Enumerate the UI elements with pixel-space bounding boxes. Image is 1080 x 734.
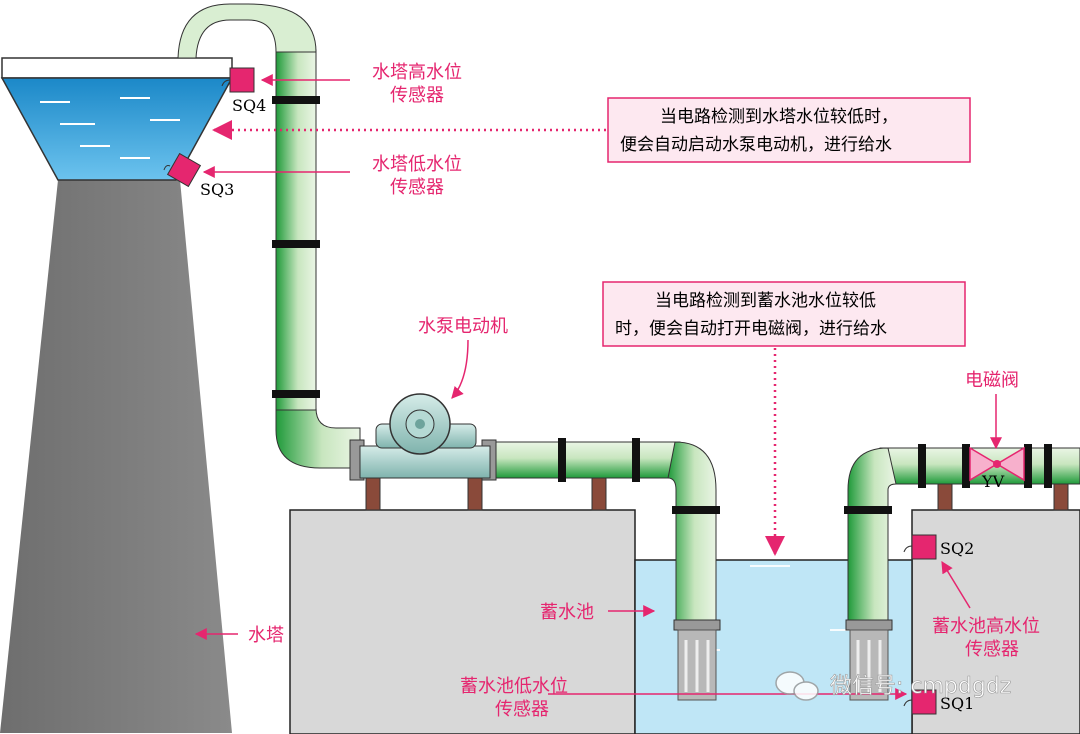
pool-note-box <box>602 281 966 347</box>
label-water-tower: 水塔 <box>248 625 284 646</box>
sensor-sq4 <box>221 67 255 93</box>
label-solenoid-valve: 电磁阀 <box>965 370 1019 391</box>
label-pool-high-sensor-line1: 蓄水池高水位 <box>932 616 1040 637</box>
pool-note-line2: 时，便会自动打开电磁阀，进行给水 <box>615 319 887 339</box>
label-pump-motor: 水泵电动机 <box>418 316 508 337</box>
label-pool-high-sensor-line2: 传感器 <box>965 639 1019 660</box>
label-sq4: SQ4 <box>232 96 266 115</box>
pump-motor <box>349 393 497 481</box>
inlet-strainer <box>845 619 893 701</box>
outlet-pipe-clamps <box>558 438 720 514</box>
label-sq3: SQ3 <box>200 180 234 199</box>
sensor-sq3 <box>163 152 202 188</box>
label-tower-low-sensor-line1: 水塔低水位 <box>372 154 462 175</box>
label-tower-high-sensor-line1: 水塔高水位 <box>372 62 462 83</box>
solenoid-valve <box>962 444 1032 488</box>
label-pool-low-sensor-line2: 传感器 <box>495 699 549 720</box>
tower-tank-rim <box>1 57 233 79</box>
outlet-strainer <box>673 619 721 701</box>
wechat-icon <box>775 671 819 701</box>
riser-pipe-clamps <box>272 96 320 398</box>
tower-tank-water <box>0 77 234 181</box>
sensor-sq1 <box>903 689 937 715</box>
water-tower-column <box>0 180 232 733</box>
pool-note-line1: 当电路检测到蓄水池水位较低 <box>655 291 876 311</box>
label-tower-low-sensor-line2: 传感器 <box>390 177 444 198</box>
label-tower-high-sensor-line2: 传感器 <box>390 85 444 106</box>
watermark-text: 微信号: cmpdgdz <box>830 674 1011 699</box>
sensor-sq2 <box>903 534 937 560</box>
tower-water-ripples <box>40 97 180 159</box>
label-reservoir: 蓄水池 <box>540 602 594 623</box>
label-valve-code: YV <box>981 472 1005 491</box>
right-platform <box>911 509 1080 734</box>
label-pool-low-sensor-line1: 蓄水池低水位 <box>460 676 568 697</box>
tower-note-box <box>607 97 971 163</box>
label-sq1: SQ1 <box>940 694 974 713</box>
riser-pipe-top-bend <box>177 3 317 59</box>
inlet-pipe-clamps <box>844 444 1052 514</box>
label-sq2: SQ2 <box>940 539 974 558</box>
label-arrows <box>194 74 1002 700</box>
pump-platform <box>289 509 636 734</box>
tower-note-line1: 当电路检测到水塔水位较低时， <box>660 107 898 127</box>
tower-note-line2: 便会自动启动水泵电动机，进行给水 <box>620 135 892 155</box>
outlet-pipe <box>489 441 681 479</box>
